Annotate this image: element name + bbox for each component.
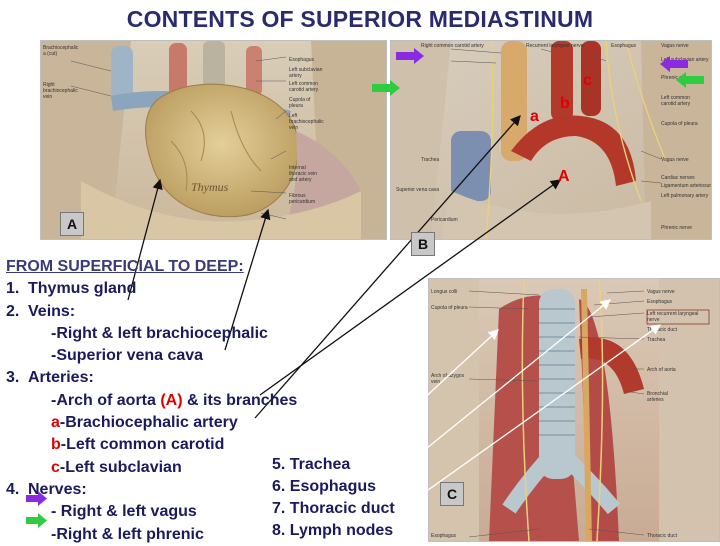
purple-arrow-icon (26, 491, 47, 506)
green-arrow-icon (26, 513, 47, 528)
svg-text:Left recurrent laryngeal: Left recurrent laryngeal (647, 311, 698, 317)
svg-text:Internal: Internal (289, 165, 306, 171)
svg-text:Bronchial: Bronchial (647, 391, 668, 397)
svg-text:Superior vena cava: Superior vena cava (396, 187, 439, 193)
label-b: b (560, 95, 570, 112)
svc-pointer (224, 208, 271, 351)
thoracic-duct-pointer (399, 324, 662, 511)
svg-text:artery: artery (289, 73, 302, 79)
svg-text:Cupola of pleura: Cupola of pleura (661, 121, 698, 127)
svg-text:Esophagus: Esophagus (431, 533, 457, 539)
svg-text:Vagus nerve: Vagus nerve (661, 43, 689, 49)
page-title: CONTENTS OF SUPERIOR MEDIASTINUM (126, 6, 594, 32)
svg-text:nerve: nerve (647, 317, 660, 323)
svg-text:Esophagus: Esophagus (611, 43, 637, 49)
list-item: 8. Lymph nodes (272, 522, 394, 539)
green-nerve-arrow-icon (372, 80, 400, 96)
svg-text:Left subclavian: Left subclavian (289, 67, 323, 73)
svg-text:Right common carotid artery: Right common carotid artery (421, 43, 484, 49)
aorta-pointer (259, 179, 562, 396)
list-item: 7. Thoracic duct (272, 500, 395, 517)
svg-text:Recurrent laryngeal nerve: Recurrent laryngeal nerve (526, 43, 584, 49)
svg-text:vein: vein (431, 379, 440, 385)
svg-text:Pericardium: Pericardium (431, 217, 458, 223)
svg-text:Ligamentum arteriosum: Ligamentum arteriosum (661, 183, 711, 189)
esophagus-pointer (379, 299, 612, 487)
label-a: a (530, 108, 539, 125)
label-aorta: A (558, 168, 570, 185)
svg-text:and artery: and artery (289, 177, 312, 183)
svg-text:Longus colli: Longus colli (431, 289, 457, 295)
panel-great-vessels-view: Right common carotid artery Recurrent la… (390, 40, 712, 240)
label-c: c (583, 72, 592, 89)
list-heading: FROM SUPERFICIAL TO DEEP: (6, 258, 244, 275)
svg-text:Fibrous: Fibrous (289, 193, 306, 199)
panel-tag-a: A (60, 212, 84, 236)
svg-text:Cupola of: Cupola of (289, 97, 311, 103)
list-item: a-Brachiocephalic artery (51, 414, 238, 432)
svg-text:Left common: Left common (289, 81, 318, 87)
panel-trachea-view: Vagus nerve Esophagus Left recurrent lar… (428, 278, 720, 542)
svg-text:Arch of aorta: Arch of aorta (647, 367, 676, 373)
svg-text:pleura: pleura (289, 103, 303, 109)
svg-text:carotid artery: carotid artery (289, 87, 319, 93)
green-nerve-arrow-icon (676, 72, 704, 88)
panel-tag-b: B (411, 232, 435, 256)
list-item: 4.Nerves: (6, 480, 87, 498)
svg-text:vein: vein (289, 125, 298, 131)
list-item: c-Left subclavian (51, 458, 182, 476)
svg-text:Thoracic duct: Thoracic duct (647, 533, 678, 539)
svg-text:Brachiocephalic: Brachiocephalic (43, 45, 79, 51)
svg-text:Trachea: Trachea (421, 157, 439, 163)
list-item: 2.Veins: (6, 302, 76, 320)
contents-list: FROM SUPERFICIAL TO DEEP: 1.Thymus gland… (6, 256, 297, 546)
list-item: -Right & left phrenic (51, 525, 204, 543)
svg-text:Left: Left (289, 113, 298, 119)
list-item: - Right & left vagus (51, 503, 197, 521)
list-item: 1.Thymus gland (6, 280, 137, 298)
list-item: b-Left common carotid (51, 436, 225, 454)
svg-text:Esophagus: Esophagus (289, 57, 315, 63)
trachea-illustration: Vagus nerve Esophagus Left recurrent lar… (429, 279, 719, 541)
thymus-pointer (127, 178, 163, 301)
list-item: 5. Trachea (272, 456, 351, 473)
svg-text:Phrenic nerve: Phrenic nerve (661, 225, 692, 231)
panel-tag-c: C (440, 482, 464, 506)
svg-text:Cupola of pleura: Cupola of pleura (431, 305, 468, 311)
svg-text:vein: vein (43, 94, 52, 100)
thymus-caption: Thymus (191, 180, 229, 194)
svg-text:Trachea: Trachea (647, 337, 665, 343)
svg-text:carotid artery: carotid artery (661, 101, 691, 107)
great-vessels-illustration: Right common carotid artery Recurrent la… (391, 41, 711, 239)
trachea-pointer (354, 329, 499, 463)
svg-text:Cardiac nerves: Cardiac nerves (661, 175, 695, 181)
svg-text:a (cut): a (cut) (43, 51, 58, 57)
svg-text:Left pulmonary artery: Left pulmonary artery (661, 193, 709, 199)
list-item: -Right & left brachiocephalic (51, 324, 268, 342)
list-item: 6. Esophagus (272, 478, 377, 495)
svg-text:brachiocephalic: brachiocephalic (43, 88, 78, 94)
svg-text:Thoracic duct: Thoracic duct (647, 327, 678, 333)
purple-nerve-arrow-icon (660, 56, 688, 72)
purple-nerve-arrow-icon (396, 48, 424, 64)
svg-text:arteries: arteries (647, 397, 664, 403)
svg-text:Phrenic nerve: Phrenic nerve (661, 75, 692, 81)
svg-text:Vagus nerve: Vagus nerve (647, 289, 675, 295)
brachiocephalic-pointer (254, 115, 521, 419)
contents-list-continued: 5. Trachea 6. Esophagus 7. Thoracic duct… (272, 454, 395, 542)
list-item: -Arch of aorta (A) & its branches (51, 391, 298, 409)
svg-text:thoracic vein: thoracic vein (289, 171, 317, 177)
svg-text:Left common: Left common (661, 95, 690, 101)
svg-text:Vagus nerve: Vagus nerve (661, 157, 689, 163)
svg-text:brachiocephalic: brachiocephalic (289, 119, 324, 125)
list-item: 3.Arteries: (6, 369, 94, 387)
list-item: -Superior vena cava (51, 347, 204, 365)
svg-text:pericardium: pericardium (289, 199, 315, 205)
svg-text:Right: Right (43, 82, 55, 88)
svg-text:Esophagus: Esophagus (647, 299, 673, 305)
